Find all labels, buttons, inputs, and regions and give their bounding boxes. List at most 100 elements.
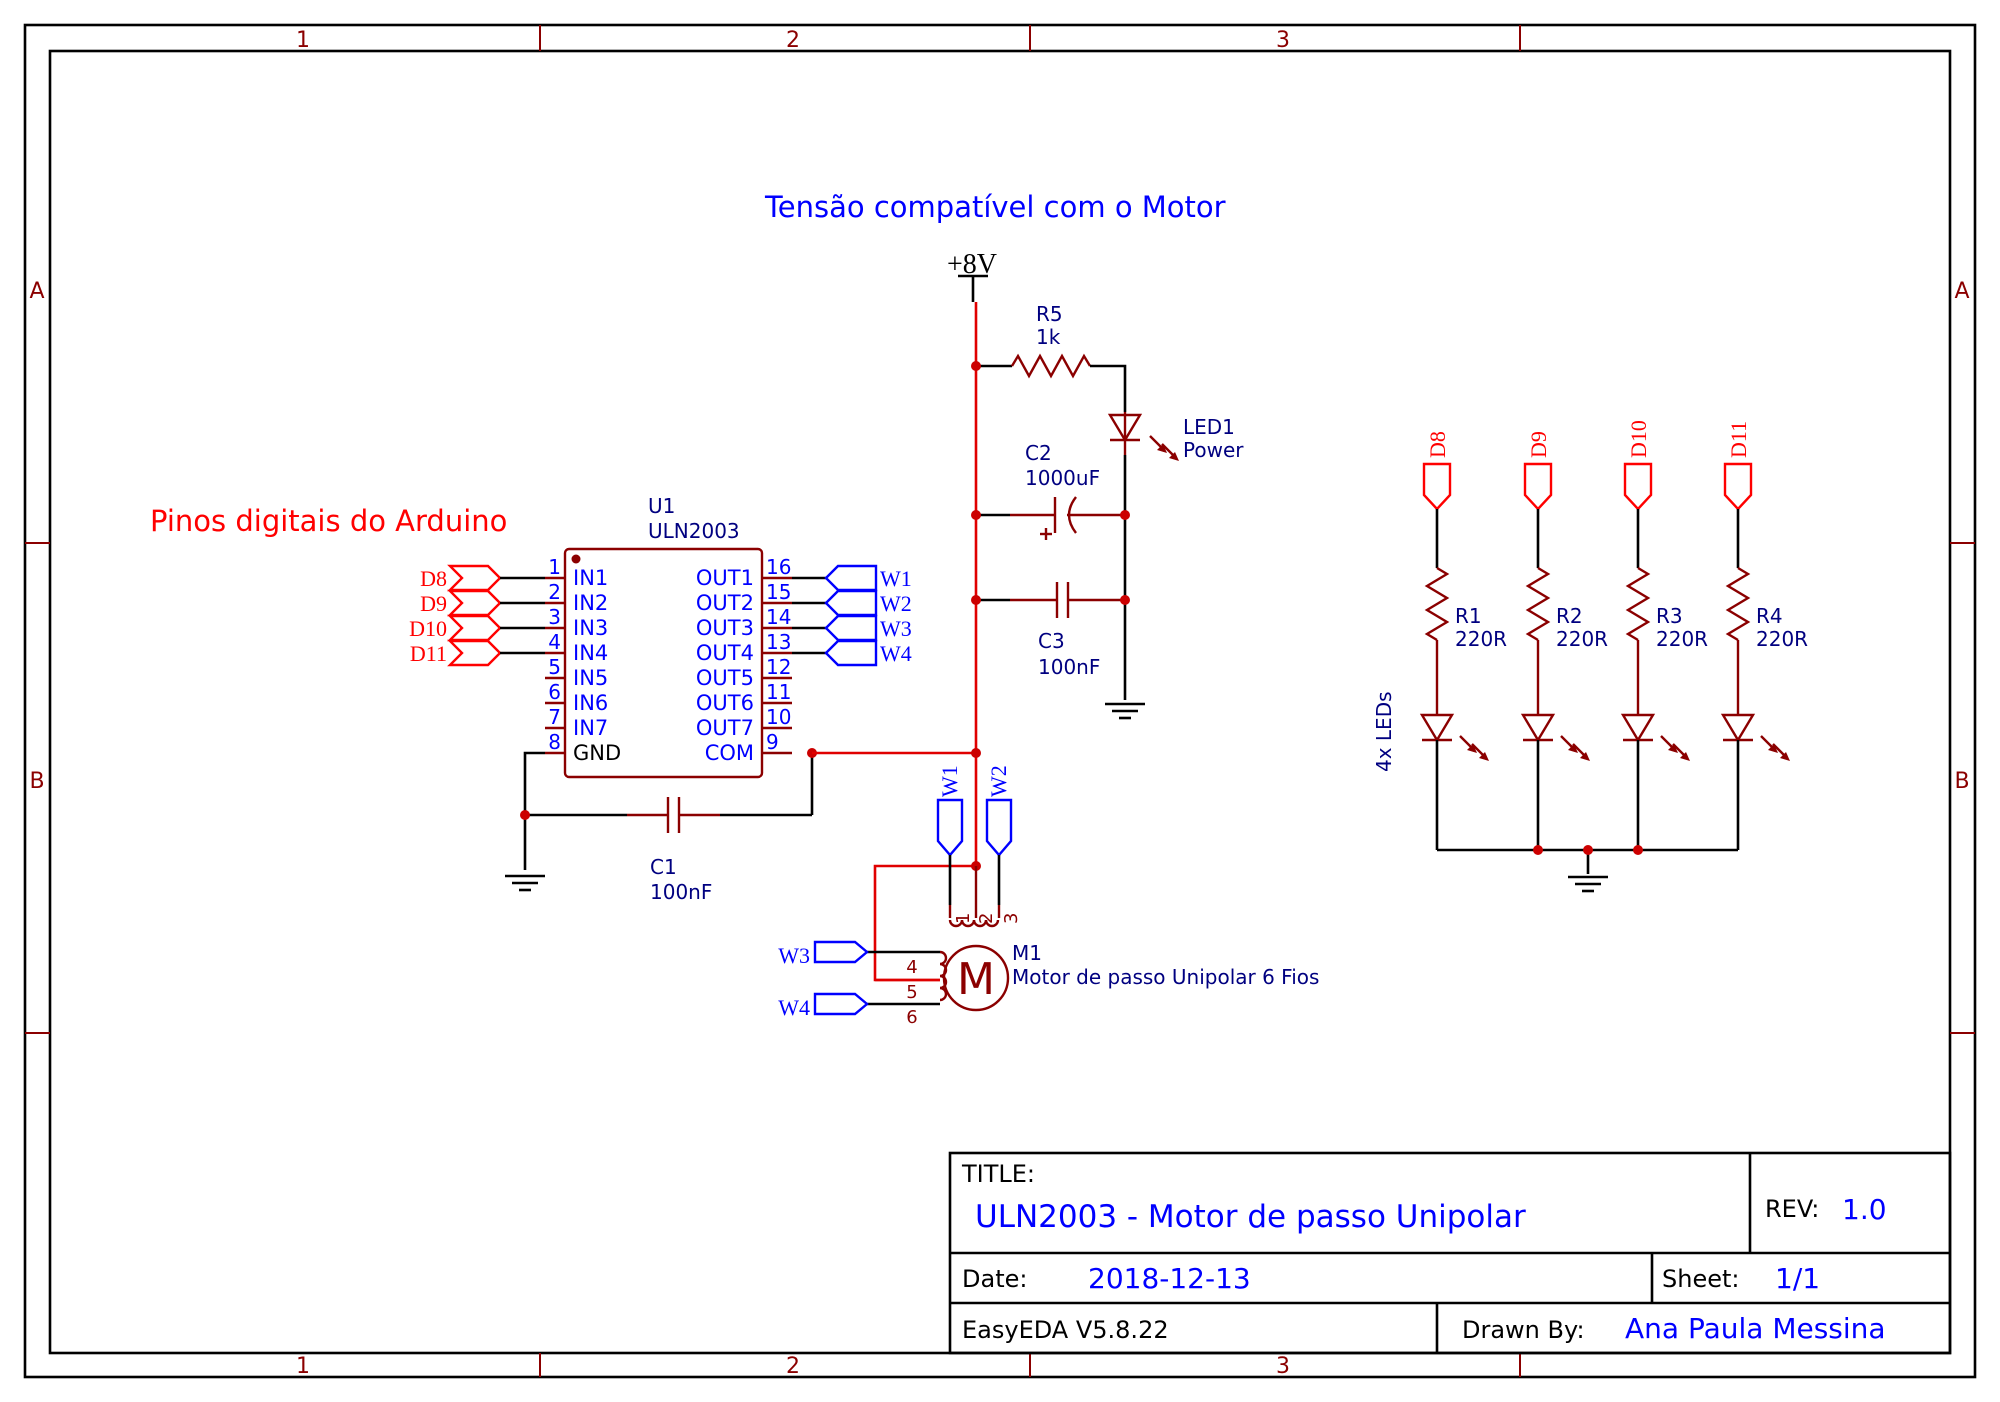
title-block: TITLE: ULN2003 - Motor de passo Unipolar… [948, 1151, 1952, 1355]
u1-pin-name: GND [573, 741, 621, 765]
output-flag-label: W3 [880, 616, 912, 641]
u1-pin-number: 13 [766, 630, 791, 654]
r5-body [1010, 353, 1092, 379]
led-flag-label: D9 [1526, 431, 1551, 458]
motor-pin-6: 6 [906, 1007, 917, 1028]
title-value: ULN2003 - Motor de passo Unipolar [975, 1199, 1526, 1235]
resistor-ref: R1 [1455, 604, 1482, 628]
led-flag-d9 [1523, 462, 1553, 511]
c1-value: 100nF [650, 880, 712, 904]
u1-pin-number: 9 [766, 730, 779, 754]
resistor-value: 220R [1656, 627, 1708, 651]
u1-pin-number: 3 [548, 605, 561, 629]
sheet-label: Sheet: [1662, 1265, 1739, 1293]
junction-dot [1583, 845, 1593, 855]
u1-gnd-network: C1 100nF [505, 748, 817, 904]
motor-pin-3: 3 [1001, 913, 1022, 924]
zone-col-1: 1 [296, 1354, 310, 1379]
u1-pin-name: IN5 [573, 666, 608, 690]
resistor-body [1424, 566, 1450, 642]
c1-ref: C1 [650, 855, 677, 879]
c2-ref: C2 [1025, 441, 1052, 465]
u1-ref: U1 [648, 494, 675, 518]
rev-value: 1.0 [1842, 1193, 1887, 1226]
u1-pin-name: OUT4 [696, 641, 754, 665]
led1-power [1107, 412, 1179, 461]
zone-row-b: B [29, 769, 44, 794]
junction-dot [1120, 510, 1130, 520]
note-motor-voltage: Tensão compatível com o Motor [764, 190, 1226, 224]
motor-flag-w2-label: W2 [986, 765, 1011, 797]
u1-pin-name: IN4 [573, 641, 608, 665]
resistor-ref: R3 [1656, 604, 1683, 628]
output-flag-w3 [824, 614, 878, 642]
junction-dot [1533, 845, 1543, 855]
c2-value: 1000uF [1025, 466, 1100, 490]
u1-pin-number: 2 [548, 580, 561, 604]
date-value: 2018-12-13 [1088, 1262, 1251, 1295]
led1-value: Power [1183, 438, 1244, 462]
motor-ref: M1 [1012, 941, 1042, 965]
u1-pin-name: OUT2 [696, 591, 754, 615]
junction-dot [520, 810, 530, 820]
zone-col-2: 2 [786, 1354, 800, 1379]
note-arduino-pins: Pinos digitais do Arduino [150, 504, 507, 538]
led-emission-arrowhead [1780, 752, 1790, 761]
led-common-ground [1437, 845, 1738, 893]
motor-flag-w2 [985, 798, 1013, 857]
motor-pin-1: 1 [953, 913, 974, 924]
led-triangle [1419, 713, 1455, 743]
motor-body [942, 944, 1010, 1012]
power-network: +8V R5 1k LED1 Power [812, 249, 1244, 982]
u1-pin-name: IN7 [573, 716, 608, 740]
led-emission-arrowhead [1467, 744, 1477, 753]
inner-border [48, 49, 1952, 1355]
outer-border [23, 23, 1977, 1379]
zone-col-3: 3 [1276, 28, 1290, 53]
input-flag-d9 [447, 589, 502, 617]
motor-flag-w1-label: W1 [937, 765, 962, 797]
zone-row-a: A [29, 279, 44, 304]
u1-pin-number: 7 [548, 705, 561, 729]
input-flag-d10 [447, 614, 502, 642]
zone-row-a: A [1954, 279, 1969, 304]
date-label: Date: [962, 1265, 1027, 1293]
led-emission-arrowhead [1568, 744, 1578, 753]
zone-col-1: 1 [296, 28, 310, 53]
tool-version: EasyEDA V5.8.22 [962, 1316, 1169, 1344]
led-emission-arrowhead [1580, 752, 1590, 761]
drawn-by-value: Ana Paula Messina [1625, 1312, 1886, 1345]
motor-pin-5: 5 [906, 982, 917, 1003]
motor-flag-w4-label: W4 [778, 995, 810, 1020]
u1-pin-number: 4 [548, 630, 561, 654]
u1-pin-name: IN2 [573, 591, 608, 615]
u1-pin-number: 14 [766, 605, 791, 629]
u1-pin-name: IN3 [573, 616, 608, 640]
resistor-value: 220R [1756, 627, 1808, 651]
resistor-body [1725, 566, 1751, 642]
motor-flag-w4 [813, 992, 869, 1016]
motor-flag-w3-label: W3 [778, 943, 810, 968]
u1-pin-name: IN6 [573, 691, 608, 715]
motor-coil-left [939, 950, 948, 1002]
resistor-value: 220R [1455, 627, 1507, 651]
c3-ref: C3 [1038, 629, 1065, 653]
junction-dot [1633, 845, 1643, 855]
input-flag-d11 [447, 639, 502, 667]
resistor-value: 220R [1556, 627, 1608, 651]
ground-symbol [505, 874, 545, 892]
junction-dot [971, 361, 981, 371]
wire [1090, 364, 1127, 412]
motor-symbol-m: M [957, 954, 995, 1005]
motor-m1: W1 W2 1 2 3 4 5 6 M M1 Motor de passo Un… [778, 765, 1319, 1028]
u1-pin1-marker [571, 554, 581, 564]
u1-pin-number: 6 [548, 680, 561, 704]
r5-ref: R5 [1036, 302, 1063, 326]
u1-pin-number: 8 [548, 730, 561, 754]
